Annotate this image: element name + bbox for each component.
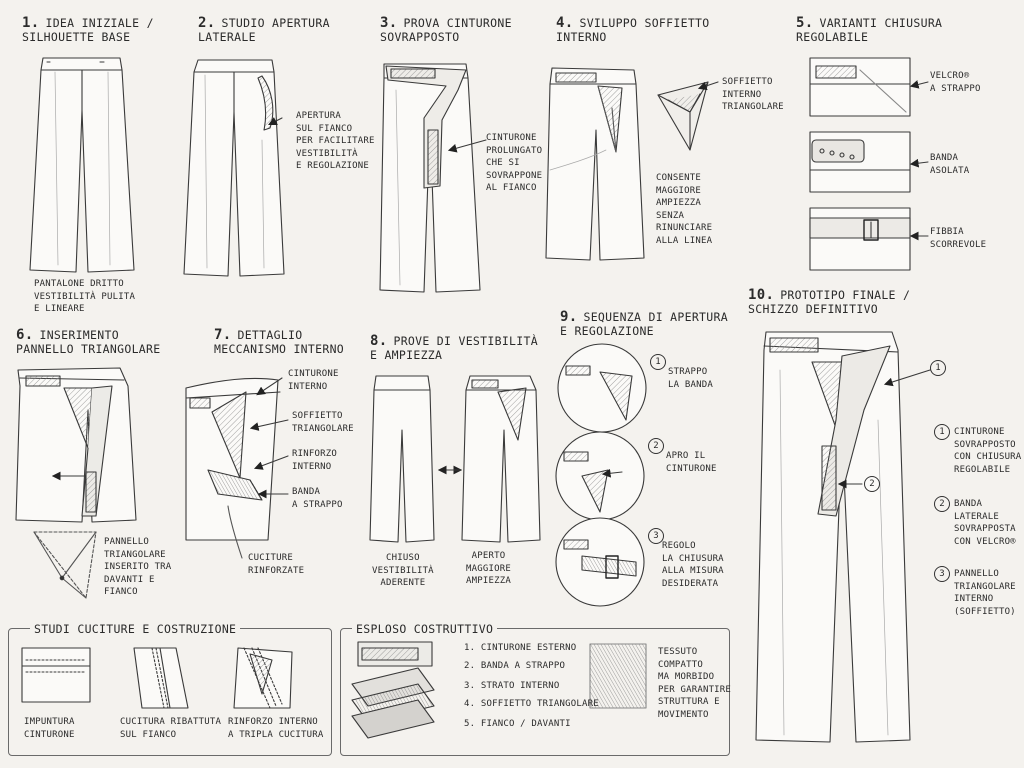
fit-open-label: APERTO MAGGIORE AMPIEZZA [466,551,511,586]
trousers-final-prototype [755,331,911,743]
marker-3: 3 [648,528,664,544]
arrow-2 [268,117,283,125]
sequence-step-3-sketch [555,517,645,607]
layer-3: 3. STRATO INTERNO [464,681,560,691]
step-7-label-band: BANDA A STRAPPO [292,487,343,510]
arrow-4 [697,81,719,91]
seam-b-label: CUCITURA RIBATTUTA SUL FIANCO [120,717,222,740]
step-8-title: 8.PROVE DI VESTIBILITÀ E AMPIEZZA [370,333,538,362]
fit-closed-label: CHIUSO VESTIBILITÀ ADERENTE [372,553,434,588]
step-9-title: 9.SEQUENZA DI APERTURA E REGOLAZIONE [560,309,728,338]
gusset-detail-sketch [657,81,709,151]
sequence-step-1-note: STRAPPO LA BANDA [668,367,713,390]
closure-option-buckle: FIBBIA SCORREVOLE [930,227,987,250]
layer-2: 2. BANDA A STRAPPO [464,661,566,671]
exploded-panel [340,628,730,756]
step-2-title: 2.STUDIO APERTURA LATERALE [198,15,330,44]
step-7-label-reinforcement: RINFORZO INTERNO [292,449,337,472]
seam-a-label: IMPUNTURA CINTURONE [24,717,75,740]
closure-option-band: BANDA ASOLATA [930,153,970,176]
trousers-sketch-8-closed [369,375,435,543]
seam-studies-title: STUDI CUCITURE E COSTRUZIONE [30,622,241,636]
arrow-3 [447,139,487,153]
sequence-step-2-sketch [555,431,645,521]
sequence-step-1-sketch [557,343,647,433]
trousers-sketch-3 [379,63,481,293]
seam-c-label: RINFORZO INTERNO A TRIPLA CUCITURA [228,717,324,740]
trousers-sketch-2 [183,59,285,277]
closure-variant-band [809,131,911,193]
step-7-label-gusset: SOFFIETTO TRIANGOLARE [292,411,354,434]
callout-3-text: PANNELLO TRIANGOLARE INTERNO (SOFFIETTO) [954,569,1016,617]
layer-1: 1. CINTURONE ESTERNO [464,643,577,653]
step-3-note: CINTURONE PROLUNGATO CHE SI SOVRAPPONE A… [486,133,543,193]
step-2-note: APERTURA SUL FIANCO PER FACILITARE VESTI… [296,111,375,171]
seam-study-b [133,647,189,709]
step-4-note-b: CONSENTE MAGGIORE AMPIEZZA SENZA RINUNCI… [656,173,713,246]
sequence-step-2-note: APRO IL CINTURONE [666,451,717,474]
step-4-title: 4.SVILUPPO SOFFIETTO INTERNO [556,15,710,44]
trousers-sketch-6 [15,367,137,523]
trousers-sketch-8-open [461,375,541,543]
mechanism-detail-sketch [185,377,281,541]
step-7-title: 7.DETTAGLIO MECCANISMO INTERNO [214,327,345,356]
closure-option-velcro: VELCRO® A STRAPPO [930,71,981,94]
step-6-title: 6.INSERIMENTO PANNELLO TRIANGOLARE [16,327,161,356]
closure-variant-buckle [809,207,911,271]
step-7-label-belt: CINTURONE INTERNO [288,369,339,392]
trousers-sketch-4 [545,67,645,261]
step-1-note: PANTALONE DRITTO VESTIBILITÀ PULITA E LI… [34,279,136,314]
final-marker-2: 2 [864,476,880,492]
exploded-title: ESPLOSO COSTRUTTIVO [352,622,498,636]
layer-5: 5. FIANCO / DAVANTI [464,719,571,729]
layer-4: 4. SOFFIETTO TRIANGOLARE [464,699,599,709]
exploded-layers [351,641,435,739]
step-6-note: PANNELLO TRIANGOLARE INSERITO TRA DAVANT… [104,537,172,597]
step-5-title: 5.VARIANTI CHIUSURA REGOLABILE [796,15,943,44]
fabric-swatch [589,643,647,709]
seam-study-a [21,647,91,703]
closure-variant-velcro [809,57,911,117]
step-10-title: 10.PROTOTIPO FINALE / SCHIZZO DEFINITIVO [748,287,911,316]
trousers-sketch-1 [29,57,135,273]
sequence-step-3-note: REGOLO LA CHIUSURA ALLA MISURA DESIDERAT… [662,541,724,589]
seam-study-c [233,647,293,709]
marker-2: 2 [648,438,664,454]
step-7-label-seams: CUCITURE RINFORZATE [248,553,305,576]
callout-marker-1: 1 [934,424,950,440]
callout-1-text: CINTURONE SOVRAPPOSTO CON CHIUSURA REGOL… [954,427,1022,475]
step-3-title: 3.PROVA CINTURONE SOVRAPPOSTO [380,15,512,44]
final-marker-1: 1 [930,360,946,376]
marker-1: 1 [650,354,666,370]
step-4-note-a: SOFFIETTO INTERNO TRIANGOLARE [722,77,784,112]
callout-marker-3: 3 [934,566,950,582]
fabric-note: TESSUTO COMPATTO MA MORBIDO PER GARANTIR… [658,647,732,720]
triangle-panel-diagram [33,531,97,599]
callout-2-text: BANDA LATERALE SOVRAPPOSTA CON VELCRO® [954,499,1016,547]
callout-marker-2: 2 [934,496,950,512]
step-1-title: 1.IDEA INIZIALE / SILHOUETTE BASE [22,15,154,44]
